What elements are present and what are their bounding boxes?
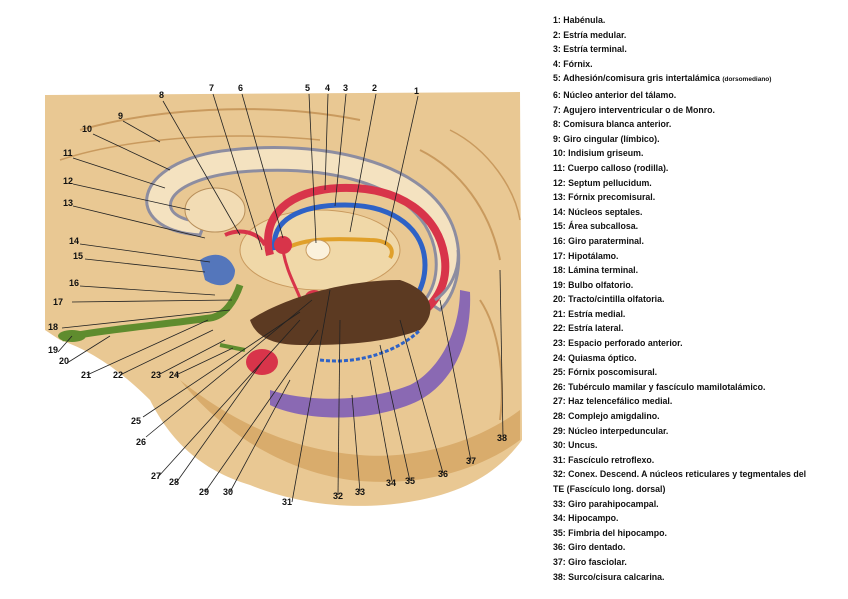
legend-item: 16: Giro paraterminal. <box>553 235 644 246</box>
label-13: 13 <box>63 198 73 208</box>
label-36: 36 <box>438 469 448 479</box>
legend-item: 32: Conex. Descend. A núcleos reticulare… <box>553 469 807 494</box>
label-1: 1 <box>414 86 419 96</box>
anterior-nucleus <box>274 236 292 254</box>
fornix <box>264 183 450 324</box>
anterior-commissure <box>224 229 267 247</box>
legend-item: 1: Habénula. <box>553 15 606 25</box>
legend-item: 26: Tubérculo mamilar y fascículo mamilo… <box>553 381 766 392</box>
legend-item: 4: Fórnix. <box>553 58 593 69</box>
label-29: 29 <box>199 487 209 497</box>
legend-item: 38: Surco/cisura calcarina. <box>553 571 665 582</box>
label-12: 12 <box>63 176 73 186</box>
legend-item: 35: Fimbria del hipocampo. <box>553 527 667 538</box>
legend-item: 23: Espacio perforado anterior. <box>553 338 683 349</box>
label-34: 34 <box>386 478 396 488</box>
label-20: 20 <box>59 356 69 366</box>
legend-item: 11: Cuerpo calloso (rodilla). <box>553 162 669 173</box>
label-11: 11 <box>63 148 73 158</box>
stria-medullaris <box>278 237 394 260</box>
label-23: 23 <box>151 370 161 380</box>
label-38: 38 <box>497 433 507 443</box>
legend-item: 5: Adhesión/comisura gris intertalámica … <box>553 73 772 84</box>
label-14: 14 <box>69 236 79 246</box>
legend-item: 33: Giro parahipocampal. <box>553 498 659 509</box>
label-28: 28 <box>169 477 179 487</box>
legend-item: 24: Quiasma óptico. <box>553 352 637 363</box>
brainstem <box>250 280 431 345</box>
legend-note: (dorsomediano) <box>722 76 772 84</box>
legend-item: 37: Giro fasciolar. <box>553 556 627 567</box>
hippocampus <box>270 290 471 418</box>
legend-item: 15: Área subcallosa. <box>553 221 639 232</box>
legend-item: 13: Fórnix precomisural. <box>553 192 656 203</box>
label-15: 15 <box>73 251 83 261</box>
legend-item: 9: Giro cingular (límbico). <box>553 133 660 144</box>
label-3: 3 <box>343 83 348 93</box>
label-21: 21 <box>81 370 91 380</box>
legend-item: 34: Hipocampo. <box>553 513 619 524</box>
label-27: 27 <box>151 471 161 481</box>
legend-item: 2: Estría medular. <box>553 29 627 40</box>
label-30: 30 <box>223 487 233 497</box>
septal-nuclei <box>200 254 235 286</box>
legend-item: 8: Comisura blanca anterior. <box>553 119 672 130</box>
label-33: 33 <box>355 487 365 497</box>
label-16: 16 <box>69 278 79 288</box>
label-25: 25 <box>131 416 141 426</box>
legend-item: 6: Núcleo anterior del tálamo. <box>553 89 677 100</box>
label-32: 32 <box>333 491 343 501</box>
legend-item: 25: Fórnix poscomisural. <box>553 367 658 378</box>
label-10: 10 <box>82 124 92 134</box>
label-22: 22 <box>113 370 123 380</box>
label-31: 31 <box>282 497 292 507</box>
label-24: 24 <box>169 370 179 380</box>
dentate-gyrus <box>319 328 422 363</box>
label-18: 18 <box>48 322 58 332</box>
legend-item: 28: Complejo amigdalino. <box>553 411 660 422</box>
legend-list: 1: Habénula. 2: Estría medular. 3: Estrí… <box>553 13 843 584</box>
brain-diagram: 1 2 3 4 5 6 7 8 9 10 11 12 13 14 15 16 1… <box>45 83 522 507</box>
label-35: 35 <box>405 476 415 486</box>
legend-item: 29: Núcleo interpeduncular. <box>553 425 669 436</box>
legend-item: 14: Núcleos septales. <box>553 206 643 217</box>
legend-item: 30: Uncus. <box>553 440 598 451</box>
legend-item: 31: Fascículo retroflexo. <box>553 454 655 465</box>
legend-item: 17: Hipotálamo. <box>553 250 619 261</box>
label-9: 9 <box>118 111 123 121</box>
legend-item: 12: Septum pellucidum. <box>553 177 652 188</box>
legend-item: 36: Giro dentado. <box>553 542 626 553</box>
optic-chiasm <box>219 343 246 352</box>
brain-shade-lower <box>180 380 520 482</box>
legend-item: 19: Bulbo olfatorio. <box>553 279 634 290</box>
legend-item: 20: Tracto/cintilla olfatoria. <box>553 294 665 305</box>
label-8: 8 <box>159 90 164 100</box>
legend-item: 21: Estría medial. <box>553 308 626 319</box>
olfactory-tract <box>61 283 244 342</box>
label-26: 26 <box>136 437 146 447</box>
leader-lines <box>57 93 504 503</box>
fasciolar-gyrus <box>434 249 460 302</box>
interthalamic-adhesion <box>305 239 331 261</box>
label-5: 5 <box>305 83 310 93</box>
mammillothalamic-tract <box>281 249 302 299</box>
label-6: 6 <box>238 83 243 93</box>
legend-item: 3: Estría terminal. <box>553 44 627 55</box>
label-4: 4 <box>325 83 330 93</box>
label-19: 19 <box>48 345 58 355</box>
legend-item: 22: Estría lateral. <box>553 323 624 334</box>
septum-pellucidum <box>184 187 246 233</box>
label-2: 2 <box>372 83 377 93</box>
legend-item: 18: Lámina terminal. <box>553 265 639 276</box>
legend-item: 7: Agujero interventricular o de Monro. <box>553 104 715 115</box>
label-17: 17 <box>53 297 63 307</box>
legend-item: 27: Haz telencefálico medial. <box>553 396 673 407</box>
label-7: 7 <box>209 83 214 93</box>
label-37: 37 <box>466 456 476 466</box>
legend-item: 10: Indisium griseum. <box>553 148 644 159</box>
